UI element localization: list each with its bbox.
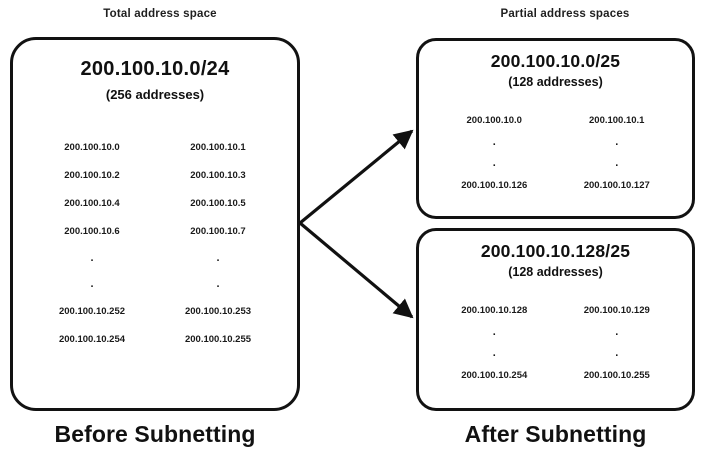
ellipsis-dot: . — [615, 347, 619, 359]
upper-subnet-count-label: (128 addresses) — [508, 75, 603, 89]
before-subnetting-caption: Before Subnetting — [54, 421, 256, 447]
ellipsis-dot: . — [492, 347, 496, 359]
address-item: 200.100.10.7 — [190, 226, 246, 237]
total-count-label: (256 addresses) — [105, 87, 205, 102]
address-item: 200.100.10.1 — [589, 115, 645, 126]
address-item: 200.100.10.0 — [64, 142, 120, 153]
address-item: 200.100.10.2 — [64, 170, 120, 181]
address-item: 200.100.10.4 — [64, 198, 120, 209]
total-address-list: 200.100.10.0 200.100.10.1 200.100.10.2 2… — [13, 142, 297, 345]
ellipsis-dot: . — [216, 252, 220, 264]
ellipsis-dot: . — [90, 252, 94, 264]
address-item: 200.100.10.127 — [583, 180, 650, 191]
address-item: 200.100.10.253 — [184, 306, 252, 317]
address-item: 200.100.10.252 — [58, 306, 126, 317]
after-subnetting-caption: After Subnetting — [464, 421, 647, 447]
address-item: 200.100.10.0 — [466, 115, 522, 126]
address-item: 200.100.10.129 — [583, 305, 650, 316]
ellipsis-dot: . — [615, 157, 619, 169]
address-item: 200.100.10.254 — [58, 334, 126, 345]
total-cidr-label: 200.100.10.0/24 — [80, 58, 230, 80]
address-item: 200.100.10.254 — [461, 370, 528, 381]
address-item: 200.100.10.6 — [64, 226, 120, 237]
total-address-space-box: 200.100.10.0/24 (256 addresses) 200.100.… — [10, 37, 300, 411]
upper-subnet-box: 200.100.10.0/25 (128 addresses) 200.100.… — [416, 38, 695, 219]
arrow-to-lower-subnet — [298, 221, 414, 319]
ellipsis-dot: . — [615, 326, 619, 338]
ellipsis-dot: . — [90, 278, 94, 290]
upper-subnet-cidr-label: 200.100.10.0/25 — [490, 51, 621, 71]
address-item: 200.100.10.1 — [190, 142, 246, 153]
lower-subnet-box: 200.100.10.128/25 (128 addresses) 200.10… — [416, 228, 695, 411]
address-item: 200.100.10.3 — [190, 170, 246, 181]
partial-address-spaces-caption: Partial address spaces — [500, 8, 630, 20]
ellipsis-dot: . — [492, 136, 496, 148]
arrow-to-upper-subnet — [298, 129, 414, 225]
ellipsis-dot: . — [615, 136, 619, 148]
total-address-space-caption: Total address space — [103, 8, 217, 20]
lower-subnet-address-list: 200.100.10.128 200.100.10.129 . . . . 20… — [419, 305, 692, 381]
upper-subnet-address-list: 200.100.10.0 200.100.10.1 . . . . 200.10… — [419, 115, 692, 191]
ellipsis-dot: . — [216, 278, 220, 290]
ellipsis-dot: . — [492, 157, 496, 169]
ellipsis-dot: . — [492, 326, 496, 338]
address-item: 200.100.10.126 — [461, 180, 528, 191]
address-item: 200.100.10.5 — [190, 198, 246, 209]
address-item: 200.100.10.128 — [461, 305, 528, 316]
lower-subnet-count-label: (128 addresses) — [508, 265, 603, 279]
address-item: 200.100.10.255 — [583, 370, 650, 381]
lower-subnet-cidr-label: 200.100.10.128/25 — [480, 241, 631, 261]
address-item: 200.100.10.255 — [184, 334, 252, 345]
